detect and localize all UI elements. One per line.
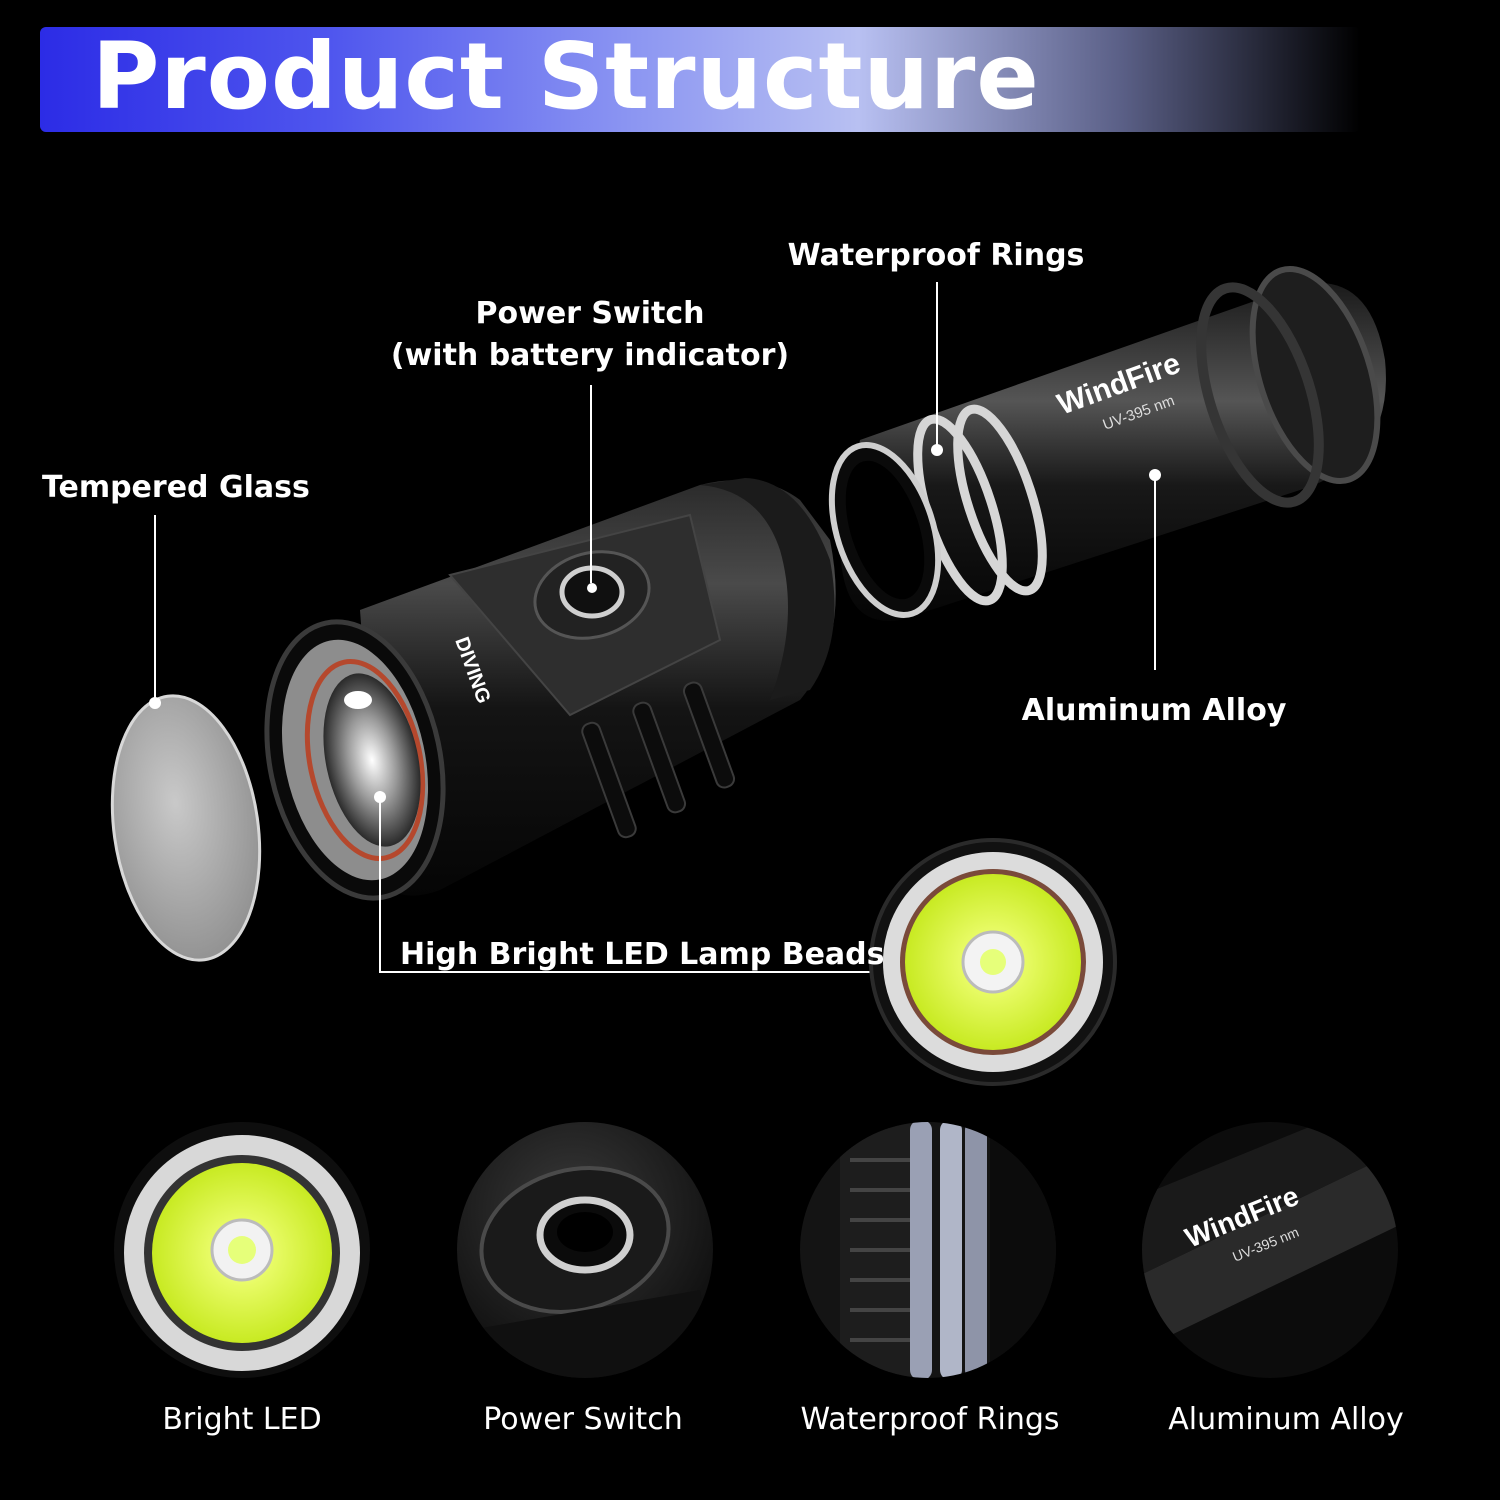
- page-title: Product Structure: [92, 23, 1040, 130]
- label-waterproof-rings: Waterproof Rings: [787, 238, 1085, 273]
- caption-power-switch: Power Switch: [483, 1402, 683, 1437]
- detail-led-image: [114, 1122, 370, 1378]
- caption-aluminum-alloy: Aluminum Alloy: [1168, 1402, 1404, 1437]
- tempered-glass-disc: [110, 694, 262, 962]
- label-power-switch-note: (with battery indicator): [390, 338, 790, 373]
- label-tempered-glass: Tempered Glass: [42, 470, 310, 505]
- battery-tube: [828, 266, 1386, 621]
- caption-waterproof-rings: Waterproof Rings: [800, 1402, 1060, 1437]
- title-banner: [40, 27, 1360, 132]
- label-aluminum-alloy: Aluminum Alloy: [1021, 693, 1287, 728]
- detail-switch-image: [457, 1122, 713, 1378]
- label-led-beads: High Bright LED Lamp Beads: [400, 937, 885, 972]
- label-power-switch: Power Switch: [475, 296, 705, 331]
- caption-bright-led: Bright LED: [162, 1402, 322, 1437]
- led-closeup: [869, 838, 1117, 1086]
- detail-rings-image: [800, 1122, 1056, 1378]
- flashlight-head: [264, 478, 836, 901]
